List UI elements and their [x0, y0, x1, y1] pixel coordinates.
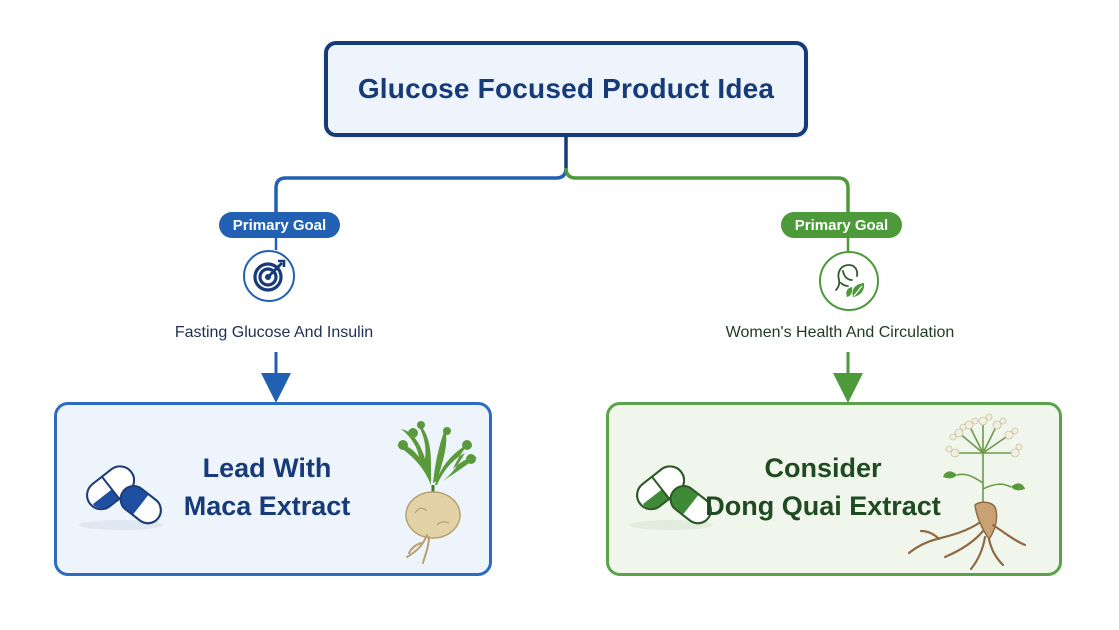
right-goal-tag: Primary Goal — [781, 212, 902, 238]
root-title: Glucose Focused Product Idea — [357, 73, 775, 104]
capsule-icon — [79, 465, 163, 530]
dong-quai-card-line-2: Dong Quai Extract — [705, 491, 941, 521]
target-icon — [243, 250, 295, 302]
maca-card-line-1: Lead With — [202, 453, 332, 483]
left-goal-tag: Primary Goal — [219, 212, 340, 238]
root-node: Glucose Focused Product Idea — [324, 41, 808, 137]
dong-quai-card-title: Consider Dong Quai Extract — [705, 449, 941, 525]
dong-quai-root-icon — [907, 413, 1027, 571]
maca-card: Lead With Maca Extract — [54, 402, 492, 576]
left-branch-line — [274, 167, 568, 212]
right-goal-text: Women's Health And Circulation — [725, 324, 955, 341]
woman-leaf-icon — [819, 251, 879, 311]
right-branch-line — [564, 167, 850, 212]
capsule-icon — [629, 465, 713, 530]
dong-quai-card: Consider Dong Quai Extract — [606, 402, 1062, 576]
maca-card-line-2: Maca Extract — [183, 491, 351, 521]
left-goal-text: Fasting Glucose And Insulin — [174, 324, 374, 341]
maca-card-title: Lead With Maca Extract — [167, 449, 367, 525]
dong-quai-card-line-1: Consider — [764, 453, 882, 483]
maca-root-icon — [397, 421, 477, 564]
